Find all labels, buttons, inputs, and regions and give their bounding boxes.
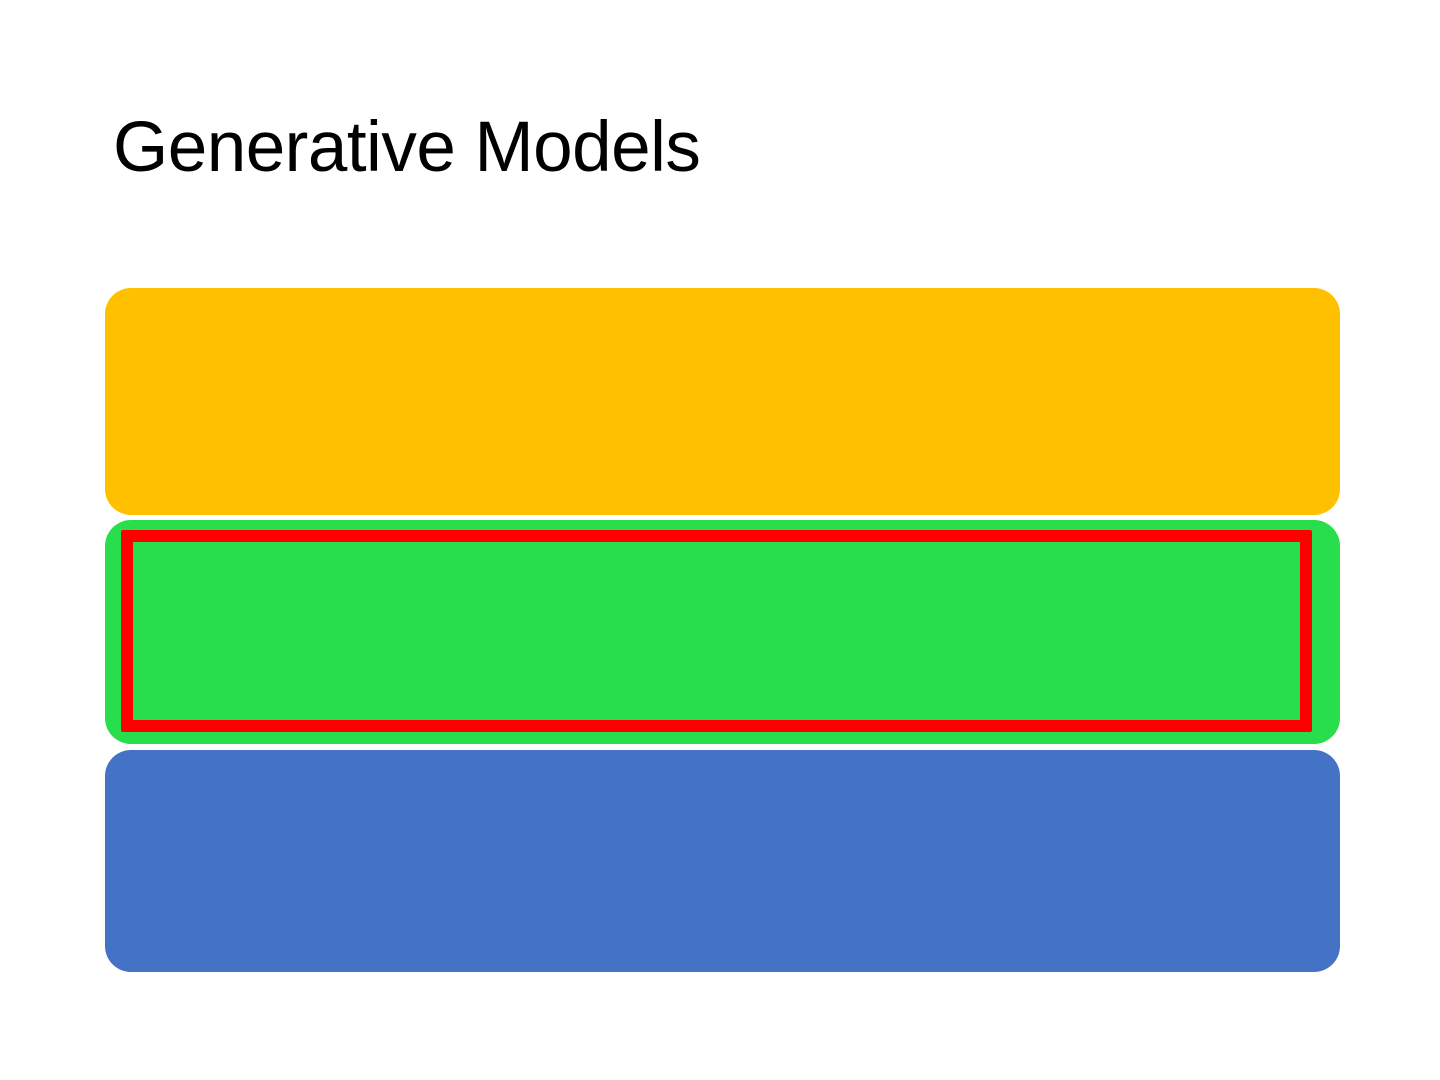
model-box-autoencoder[interactable]: Autoencoder (105, 520, 1340, 744)
model-box-gan[interactable]: Generative Adversarial Network (GAN) (105, 750, 1340, 972)
page-title: Generative Models (113, 108, 701, 187)
model-box-component-by-component[interactable]: Component-by-component (105, 288, 1340, 515)
